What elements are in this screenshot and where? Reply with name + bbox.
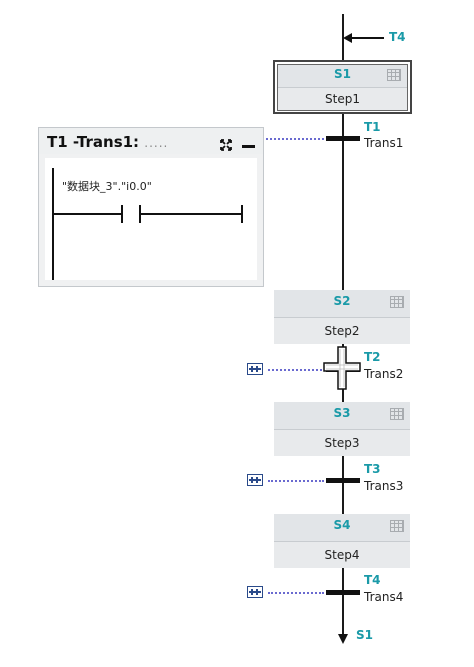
step-s1-number: S1 [334,67,351,81]
step-s4-number: S4 [333,518,351,532]
jump-target-label[interactable]: S1 [356,628,373,642]
step-s1-body: Step1 [278,87,407,110]
step-s2-name: Step2 [324,324,360,338]
incoming-jump-line [350,37,384,39]
panel-expand-icon[interactable] [220,136,232,151]
step-s2-number: S2 [333,294,351,308]
transition-t4-number: T4 [364,573,381,587]
transition-t1-bar[interactable] [326,136,360,141]
operand-label[interactable]: "数据块_3"."i0.0" [62,180,152,193]
step-s3[interactable]: S3 Step3 [274,402,410,456]
transition-condition-panel[interactable]: T1 -Trans1: ..... "数据块_3"."i0.0" [38,127,264,287]
step-s1-name: Step1 [325,92,360,106]
rung-end-bar [241,205,243,223]
incoming-jump-label[interactable]: T4 [389,30,406,44]
step-s1-header: S1 [278,65,407,87]
step-s3-number: S3 [333,406,351,420]
transition-t3-number: T3 [364,462,381,476]
panel-title-text: T1 -Trans1: [47,133,140,151]
sequence-line-s1-s2 [342,114,344,290]
jump-arrowhead-down [338,634,348,644]
step-s3-name: Step3 [324,436,360,450]
incoming-jump-arrowhead [343,33,352,43]
step-s1[interactable]: S1 Step1 [273,60,412,114]
transition-t2-name: Trans2 [364,367,404,381]
step-s4-body: Step4 [274,541,410,568]
transition-t1-number: T1 [364,120,381,134]
rung-wire-right [141,213,241,215]
panel-header: T1 -Trans1: ..... [39,128,263,154]
step-s4-header: S4 [274,514,410,541]
step-grid-icon[interactable] [390,296,404,308]
panel-ladder-area: "数据块_3"."i0.0" [45,158,257,280]
transition-t4-connector [268,592,324,594]
transition-t4-bar[interactable] [326,590,360,595]
move-cursor-icon [322,345,362,391]
contact-condition-icon[interactable] [247,363,263,375]
step-s1-frame: S1 Step1 [277,64,408,111]
step-s4-name: Step4 [324,548,360,562]
contact-left-plate[interactable] [121,205,123,223]
step-s2-body: Step2 [274,317,410,344]
panel-title-fill: ..... [144,136,169,150]
transition-t1-connector [266,138,324,140]
step-s3-header: S3 [274,402,410,429]
rung-wire-left [54,213,121,215]
transition-t4-name: Trans4 [364,590,404,604]
step-s2[interactable]: S2 Step2 [274,290,410,344]
transition-t2-number: T2 [364,350,381,364]
power-rail [52,168,54,280]
contact-condition-icon[interactable] [247,586,263,598]
step-grid-icon[interactable] [390,520,404,532]
step-s3-body: Step3 [274,429,410,456]
step-s2-header: S2 [274,290,410,317]
transition-t2-connector [268,369,322,371]
sequence-line-end [342,568,344,634]
transition-t3-bar[interactable] [326,478,360,483]
step-grid-icon[interactable] [390,408,404,420]
contact-condition-icon[interactable] [247,474,263,486]
transition-t3-connector [268,480,324,482]
panel-title: T1 -Trans1: ..... [47,133,168,151]
contact-right-plate[interactable] [139,205,141,223]
transition-t3-name: Trans3 [364,479,404,493]
transition-t1-name: Trans1 [364,136,404,150]
step-s4[interactable]: S4 Step4 [274,514,410,568]
step-grid-icon[interactable] [387,69,401,81]
panel-minimize-icon[interactable] [242,145,255,148]
sequence-line-s3-s4 [342,456,344,514]
